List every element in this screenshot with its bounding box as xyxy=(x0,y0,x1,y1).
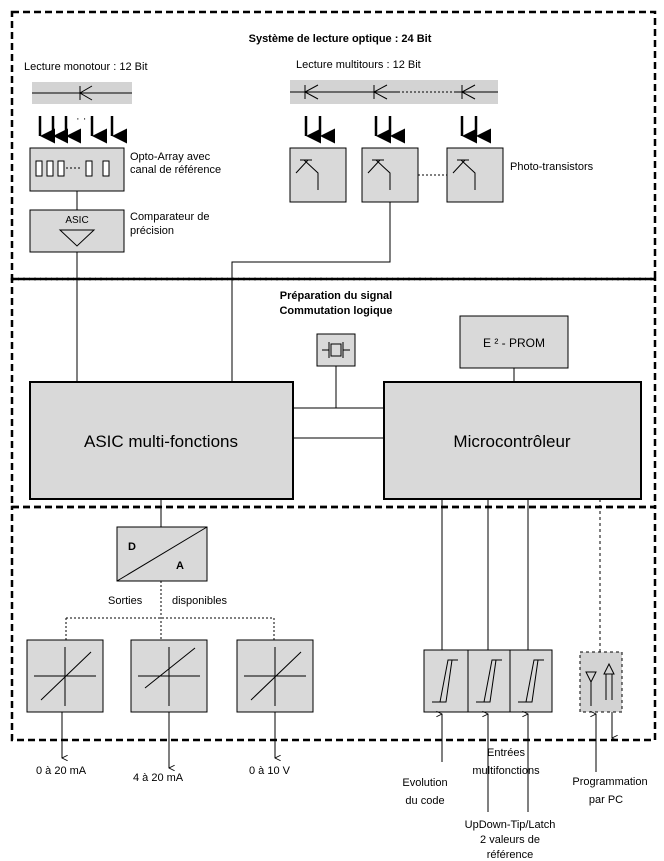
signal-prep-title-2: Commutation logique xyxy=(279,305,392,317)
light-arrows-multitours xyxy=(304,116,491,144)
light-arrows-monotour xyxy=(38,116,127,144)
multitours-label: Lecture multitours : 12 Bit xyxy=(296,59,421,71)
multitours-code-strip xyxy=(290,80,498,104)
pc-programming-box xyxy=(579,651,623,713)
multifunction-inputs-label-2: multifonctions xyxy=(472,765,540,777)
evolution-label-2: du code xyxy=(405,795,444,807)
ellipsis-dots: · · · xyxy=(76,113,93,125)
multifunction-inputs-label-1: Entrées xyxy=(487,747,525,759)
output-dashed-bus xyxy=(65,581,275,640)
optical-system-title: Système de lecture optique : 24 Bit xyxy=(249,33,432,45)
dac-box: D A xyxy=(116,526,208,582)
output-arrows xyxy=(62,712,275,768)
output-label-2: 4 à 20 mA xyxy=(133,772,184,784)
monotour-label: Lecture monotour : 12 Bit xyxy=(24,61,148,73)
diode-icon xyxy=(460,84,476,100)
diode-icon xyxy=(372,84,388,100)
outputs-frame xyxy=(10,505,657,742)
diode-icon xyxy=(303,84,319,100)
phototransistor-2 xyxy=(361,147,419,203)
schmitt-input-1 xyxy=(423,649,469,713)
output-label-3: 0 à 10 V xyxy=(249,765,291,777)
opto-array-label-2: canal de référence xyxy=(130,164,221,176)
microcontroller-box: Microcontrôleur xyxy=(383,381,642,500)
input-arrows xyxy=(442,714,596,812)
asic-small-label: ASIC xyxy=(65,215,88,226)
output-module-2 xyxy=(130,639,208,713)
evolution-label-1: Evolution xyxy=(402,777,447,789)
schmitt-input-2 xyxy=(467,649,511,713)
output-module-3 xyxy=(236,639,314,713)
output-module-1 xyxy=(26,639,104,713)
crystal-icon xyxy=(322,342,350,358)
updown-label-2: 2 valeurs de xyxy=(480,834,540,846)
schmitt-input-3 xyxy=(509,649,553,713)
receive-arrow-icon xyxy=(603,662,615,675)
phototransistors-label: Photo-transistors xyxy=(510,161,594,173)
updown-label-1: UpDown-Tip/Latch xyxy=(465,819,556,831)
diode-icon xyxy=(79,85,93,101)
comparator-triangle-icon xyxy=(58,229,96,247)
comparator-label-1: Comparateur de xyxy=(130,211,210,223)
section-frames xyxy=(10,10,657,742)
microcontroller-label: Microcontrôleur xyxy=(453,432,570,451)
schmitt-icon xyxy=(476,659,502,703)
programming-label-1: Programmation xyxy=(572,776,647,788)
asic-comparator-box: ASIC xyxy=(29,209,125,253)
phototransistor-3 xyxy=(446,147,504,203)
schmitt-icon xyxy=(432,659,458,703)
connection-lines xyxy=(76,202,515,439)
quartz-crystal-box xyxy=(316,333,356,367)
outputs-label-left: Sorties xyxy=(108,595,143,607)
dac-d-label: D xyxy=(128,541,136,553)
eeprom-box: E ² - PROM xyxy=(459,315,569,369)
opto-array-label-1: Opto-Array avec xyxy=(130,151,211,163)
monotour-code-strip xyxy=(32,82,132,104)
dac-a-label: A xyxy=(176,560,184,572)
phototransistor-1 xyxy=(289,147,347,203)
programming-label-2: par PC xyxy=(589,794,623,806)
updown-label-3: référence xyxy=(487,849,533,861)
output-label-1: 0 à 20 mA xyxy=(36,765,87,777)
schmitt-icon xyxy=(518,659,544,703)
comparator-label-2: précision xyxy=(130,225,174,237)
optical-reading-frame xyxy=(10,10,657,281)
signal-prep-title-1: Préparation du signal xyxy=(280,290,392,302)
asic-multi-label: ASIC multi-fonctions xyxy=(84,432,238,451)
asic-multifunction-box: ASIC multi-fonctions xyxy=(29,381,294,500)
opto-array-box xyxy=(29,147,125,192)
transmit-arrow-icon xyxy=(585,671,597,684)
outputs-label-right: disponibles xyxy=(172,595,228,607)
eeprom-label: E ² - PROM xyxy=(483,336,545,350)
input-lines xyxy=(441,499,529,650)
